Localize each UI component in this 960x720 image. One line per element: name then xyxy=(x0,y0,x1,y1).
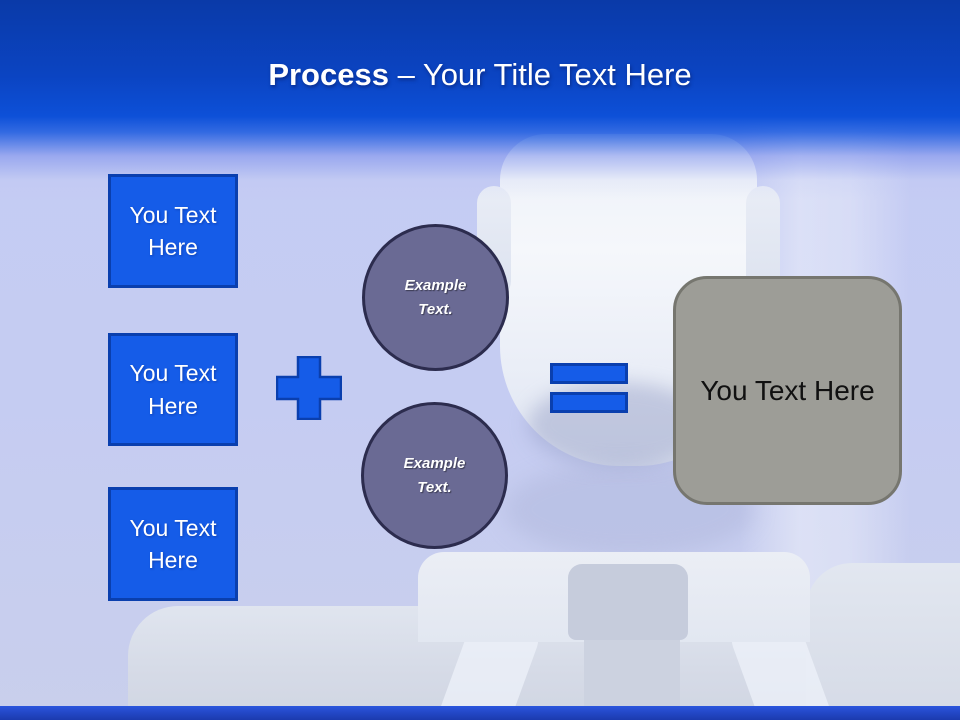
input-box-1: You Text Here xyxy=(108,174,238,288)
input-box-2: You Text Here xyxy=(108,333,238,446)
example-circle-2: Example Text. xyxy=(361,402,508,549)
equals-bar-bottom xyxy=(550,392,628,413)
figurine-tie-knot xyxy=(568,564,688,640)
slide-title: Process – Your Title Text Here xyxy=(0,52,960,98)
plus-glyph xyxy=(275,355,343,421)
input-box-3: You Text Here xyxy=(108,487,238,601)
equals-bar-top xyxy=(550,363,628,384)
figurine-shoulder-right xyxy=(806,563,960,720)
slide-title-bold: Process xyxy=(268,57,389,92)
equals-icon xyxy=(550,363,628,413)
plus-icon xyxy=(275,355,343,421)
header-banner xyxy=(0,0,960,200)
result-box: You Text Here xyxy=(673,276,902,505)
figurine-tie-body xyxy=(584,632,680,720)
slide-title-rest: – Your Title Text Here xyxy=(388,57,692,92)
footer-bar xyxy=(0,706,960,720)
example-circle-1: Example Text. xyxy=(362,224,509,371)
